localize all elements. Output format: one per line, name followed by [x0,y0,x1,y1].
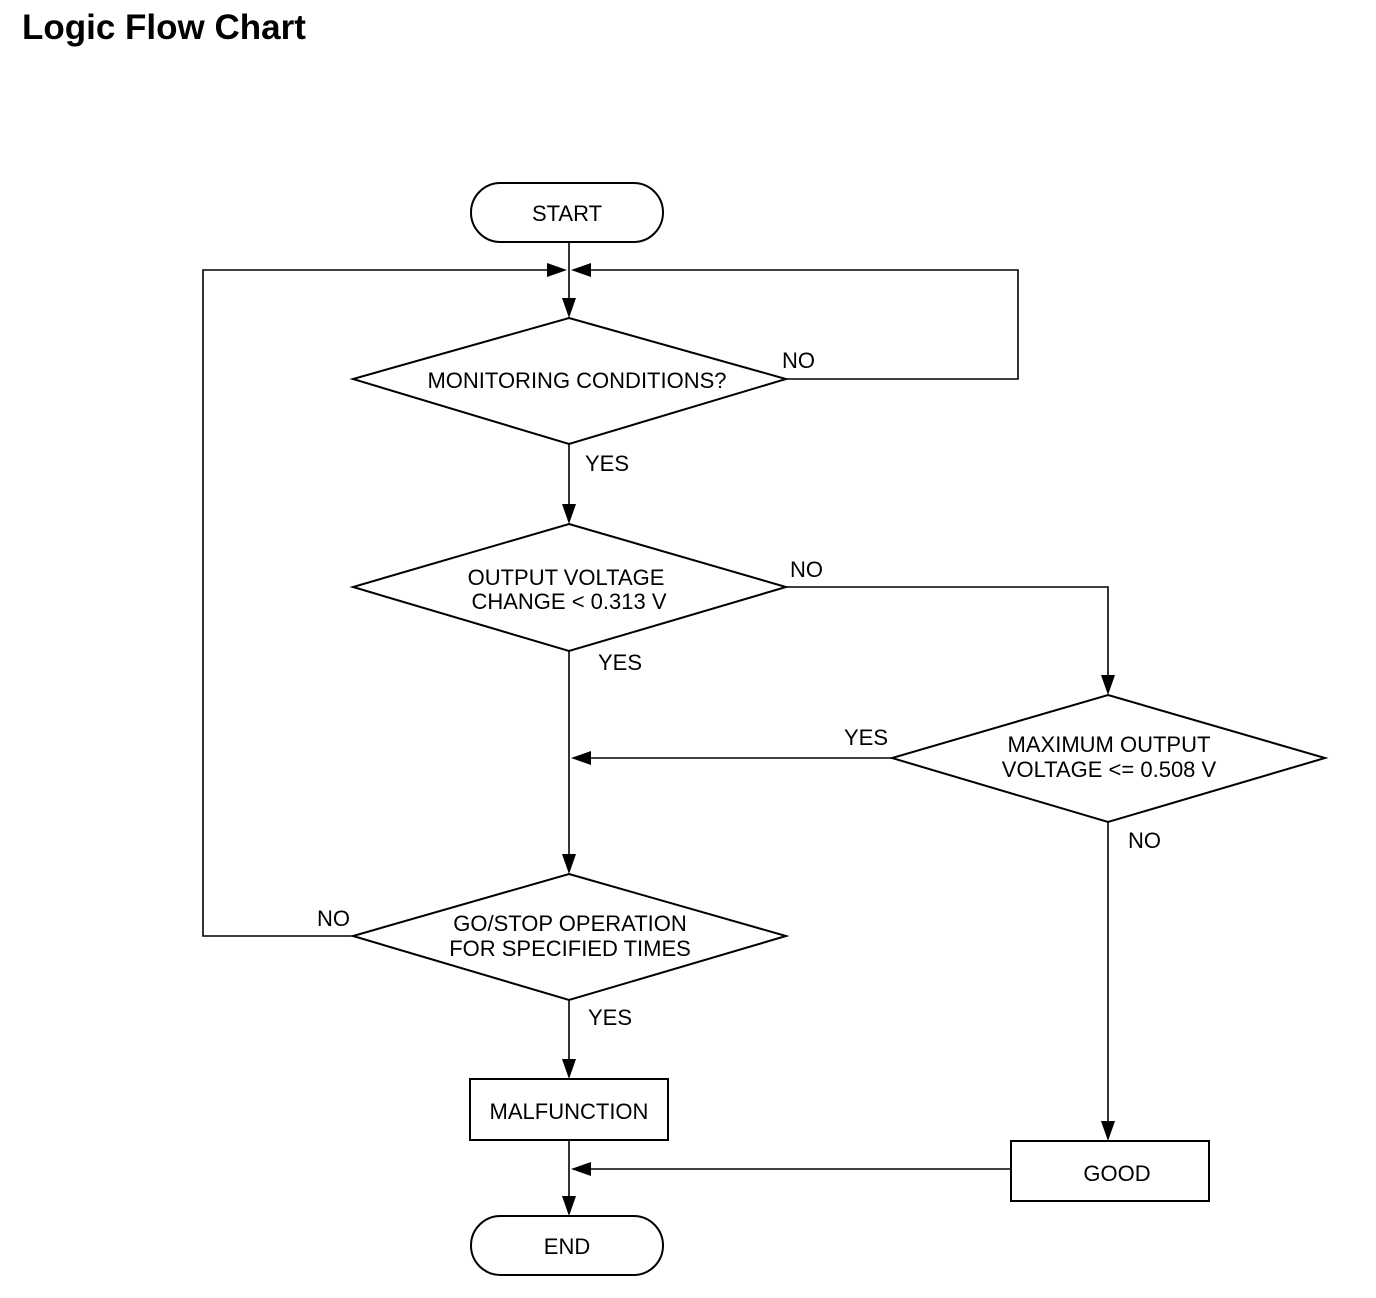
arrowhead-left-max-yes [571,751,591,765]
node-malfunction-label: MALFUNCTION [490,1099,649,1124]
edge-label-monitoring-no: NO [782,348,815,373]
edge-label-max-voltage-no: NO [1128,828,1161,853]
arrowhead-down-monitoring [562,298,576,318]
node-max-voltage-decision: MAXIMUM OUTPUT VOLTAGE <= 0.508 V [888,693,1329,824]
arrowhead-down-gostop [562,854,576,874]
node-monitoring-decision: MONITORING CONDITIONS? [349,316,790,446]
arrowheads [547,263,1115,1216]
arrowhead-left-junction-top [571,263,591,277]
node-good: GOOD [1010,1140,1210,1202]
arrowhead-down-malfunction [562,1059,576,1079]
node-malfunction: MALFUNCTION [469,1078,669,1141]
node-monitoring-label: MONITORING CONDITIONS? [427,368,726,393]
edge-label-gostop-no: NO [317,906,350,931]
edge-label-monitoring-yes: YES [585,451,629,476]
node-voltage-change-label-line1: OUTPUT VOLTAGE [468,565,665,590]
node-gostop-label-line2: FOR SPECIFIED TIMES [449,936,691,961]
node-end-label: END [544,1234,590,1259]
node-max-voltage-label-line2: VOLTAGE <= 0.508 V [1002,757,1217,782]
node-gostop-label-line1: GO/STOP OPERATION [453,911,687,936]
arrowhead-left-good [571,1162,591,1176]
arrowhead-down-end [562,1196,576,1216]
edge-label-voltage-change-yes: YES [598,650,642,675]
edge-label-voltage-change-no: NO [790,557,823,582]
node-max-voltage-label-line1: MAXIMUM OUTPUT [1008,732,1211,757]
edge-labels: NO YES NO YES YES NO NO YES [317,348,1161,1030]
page-title: Logic Flow Chart [22,8,306,47]
node-voltage-change-decision: OUTPUT VOLTAGE CHANGE < 0.313 V [349,522,790,653]
edge-label-gostop-yes: YES [588,1005,632,1030]
connectors [202,242,1109,1203]
edge-label-max-voltage-yes: YES [844,725,888,750]
connector-monitoring-no-loop [585,269,1019,380]
connector-gostop-no-loop [202,269,553,937]
node-gostop-decision: GO/STOP OPERATION FOR SPECIFIED TIMES [349,872,790,1002]
connector-voltage-no [786,586,1109,683]
node-voltage-change-label-line2: CHANGE < 0.313 V [471,589,666,614]
arrowhead-down-voltage [562,504,576,524]
node-start-label: START [532,201,602,226]
arrowhead-right-junction-top [547,263,567,277]
arrowhead-down-max [1101,675,1115,695]
arrowhead-down-good [1101,1121,1115,1141]
node-start: START [470,182,664,243]
node-end: END [470,1215,664,1276]
node-good-label: GOOD [1083,1161,1150,1186]
